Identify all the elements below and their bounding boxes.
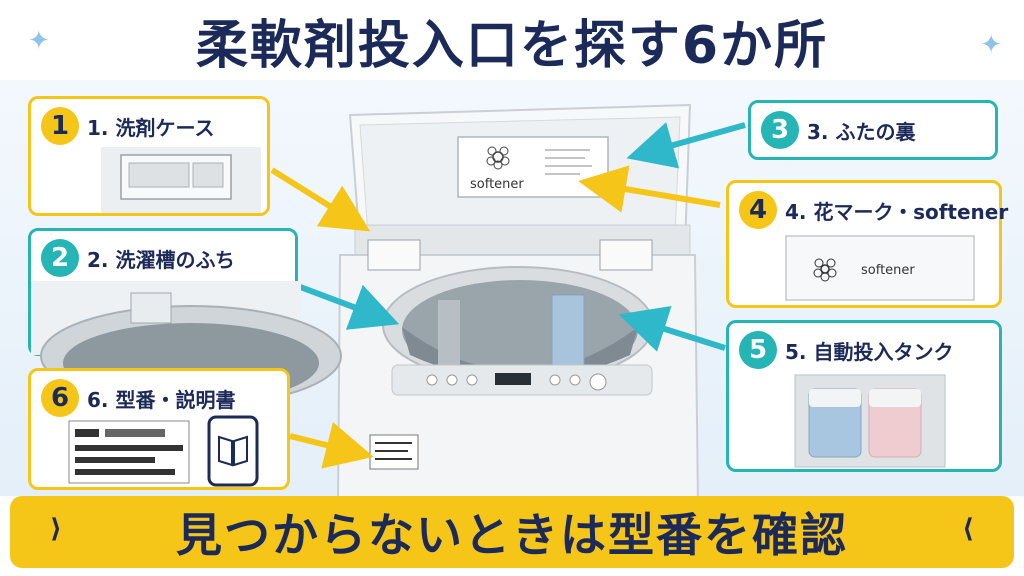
- title-band: ✦ 柔軟剤投入口を探す6か所 ✦: [0, 0, 1024, 80]
- emphasis-marks-icon: ⟨: [962, 514, 974, 544]
- arrow-2: [293, 282, 400, 330]
- auto-tank-image: [794, 374, 946, 468]
- bottom-message: 見つからないときは型番を確認: [176, 508, 848, 562]
- card4-softener-label: softener: [861, 263, 915, 278]
- softener-mark-image: softener: [785, 235, 975, 301]
- card-header: 5 5. 自動投入タンク: [739, 331, 953, 369]
- arrow-5: [618, 305, 726, 352]
- page-title: 柔軟剤投入口を探す6か所: [195, 15, 829, 76]
- card-header: 1 1. 洗剤ケース: [41, 107, 214, 145]
- card-4-flower-mark: 4 4. 花マーク・softener softener: [726, 180, 1008, 308]
- card-label: 6. 型番・説明書: [87, 387, 236, 412]
- card-6-model-manual: 6 6. 型番・説明書: [28, 368, 290, 490]
- number-badge: 5: [739, 331, 777, 369]
- card-label: 5. 自動投入タンク: [785, 339, 954, 364]
- manual-book-icon: [207, 415, 259, 487]
- model-label-image: [68, 420, 190, 484]
- sparkle-icon: ✦: [980, 30, 1002, 60]
- arrow-4: [578, 165, 721, 213]
- card-5-auto-tank: 5 5. 自動投入タンク: [726, 320, 1002, 472]
- card-label: 3. ふたの裏: [807, 119, 916, 144]
- card-2-tub-rim: 2 2. 洗濯槽のふち: [28, 228, 342, 407]
- card-1-detergent-case: 1 1. 洗剤ケース: [28, 96, 270, 216]
- arrow-6: [289, 421, 374, 469]
- detergent-drawer-image: [101, 147, 261, 213]
- card-label: 4. 花マーク・softener: [785, 199, 1009, 224]
- card-header: 6 6. 型番・説明書: [41, 379, 235, 417]
- tub-rim-image: [31, 281, 342, 407]
- sparkle-icon: ✦: [28, 26, 50, 56]
- arrow-3: [626, 122, 746, 169]
- card-header: 4 4. 花マーク・softener: [739, 191, 1008, 229]
- card-label: 1. 洗剤ケース: [87, 115, 215, 140]
- card-3-lid-back: 3 3. ふたの裏: [748, 100, 998, 160]
- card-header: 3 3. ふたの裏: [761, 111, 915, 149]
- card-header: 2 2. 洗濯槽のふち: [41, 239, 235, 277]
- number-badge: 4: [739, 191, 777, 229]
- bottom-banner: ⟩ 見つからないときは型番を確認 ⟨: [10, 496, 1014, 568]
- bottom-band: ⟩ 見つからないときは型番を確認 ⟨: [0, 496, 1024, 576]
- card-label: 2. 洗濯槽のふち: [87, 247, 235, 272]
- number-badge: 1: [41, 107, 79, 145]
- number-badge: 6: [41, 379, 79, 417]
- number-badge: 2: [41, 239, 79, 277]
- lid-softener-label: softener: [470, 177, 524, 192]
- number-badge: 3: [761, 111, 799, 149]
- arrow-1: [270, 167, 371, 232]
- emphasis-marks-icon: ⟩: [50, 514, 62, 544]
